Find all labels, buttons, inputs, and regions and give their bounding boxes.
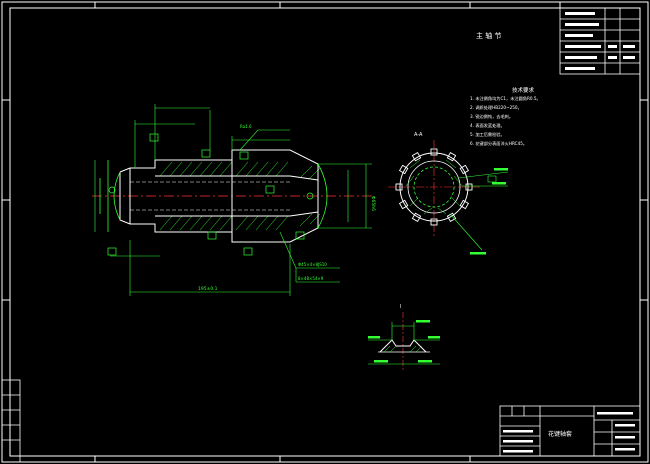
main-section-view: 195±0.1 Φ65h6 Φ45×4×8JS10 8×48×54×9 Ra1.… (92, 104, 376, 296)
revision-table (559, 7, 641, 75)
title-block-fill (503, 412, 635, 453)
tech-requirement-item: 6. 花键部分表面淬火HRC45。 (470, 140, 527, 147)
bore-lines (130, 181, 290, 211)
spline-teeth (395, 148, 473, 226)
detail-hatch (383, 345, 423, 353)
detail-labels (368, 320, 440, 363)
detail-view-label: I (400, 304, 401, 310)
tech-requirement-item: 4. 表面发蓝处理。 (470, 122, 505, 129)
left-margin-strip (1, 379, 21, 463)
tech-requirements: 技术要求 1. 未注倒角均为C1，未注圆角R0.5。 2. 调质处理HB220~… (470, 86, 541, 147)
tech-requirement-item: 1. 未注倒角均为C1，未注圆角R0.5。 (470, 95, 541, 102)
tech-requirement-item: 3. 锐边倒钝，去毛刺。 (470, 113, 513, 120)
overall-length-dimension: 195±0.1 (198, 286, 218, 292)
title-block (499, 405, 641, 457)
tech-requirement-item: 2. 调质处理HB220~250。 (470, 104, 522, 111)
spline-leader-labels (470, 168, 508, 255)
detail-dimensions (368, 322, 440, 365)
detail-view: I (368, 304, 440, 372)
tech-requirement-item: 5. 加工后需检验。 (470, 131, 505, 138)
spline-callout-upper: Φ45×4×8JS10 (298, 262, 327, 267)
part-number-label: 主 轴 节 (476, 31, 501, 40)
spline-hatch (405, 159, 463, 215)
end-arcs (99, 160, 328, 232)
spline-section-view: A-A (388, 132, 509, 255)
tech-requirements-heading: 技术要求 (512, 86, 535, 94)
hatch-top (159, 161, 321, 179)
roughness-note: Ra1.6 (240, 124, 252, 129)
title-block-part-name: 花键轴套 (548, 430, 572, 438)
section-view-label: A-A (414, 132, 423, 138)
hatch-bottom (159, 213, 321, 231)
spline-leaders (449, 171, 509, 251)
dimension-lines (94, 104, 372, 296)
revision-table-fill (565, 12, 635, 70)
outer-diameter-dimension: Φ65h6 (370, 196, 376, 211)
spline-callout-lower: 8×48×54×9 (298, 276, 324, 281)
datum-marks (107, 133, 314, 256)
